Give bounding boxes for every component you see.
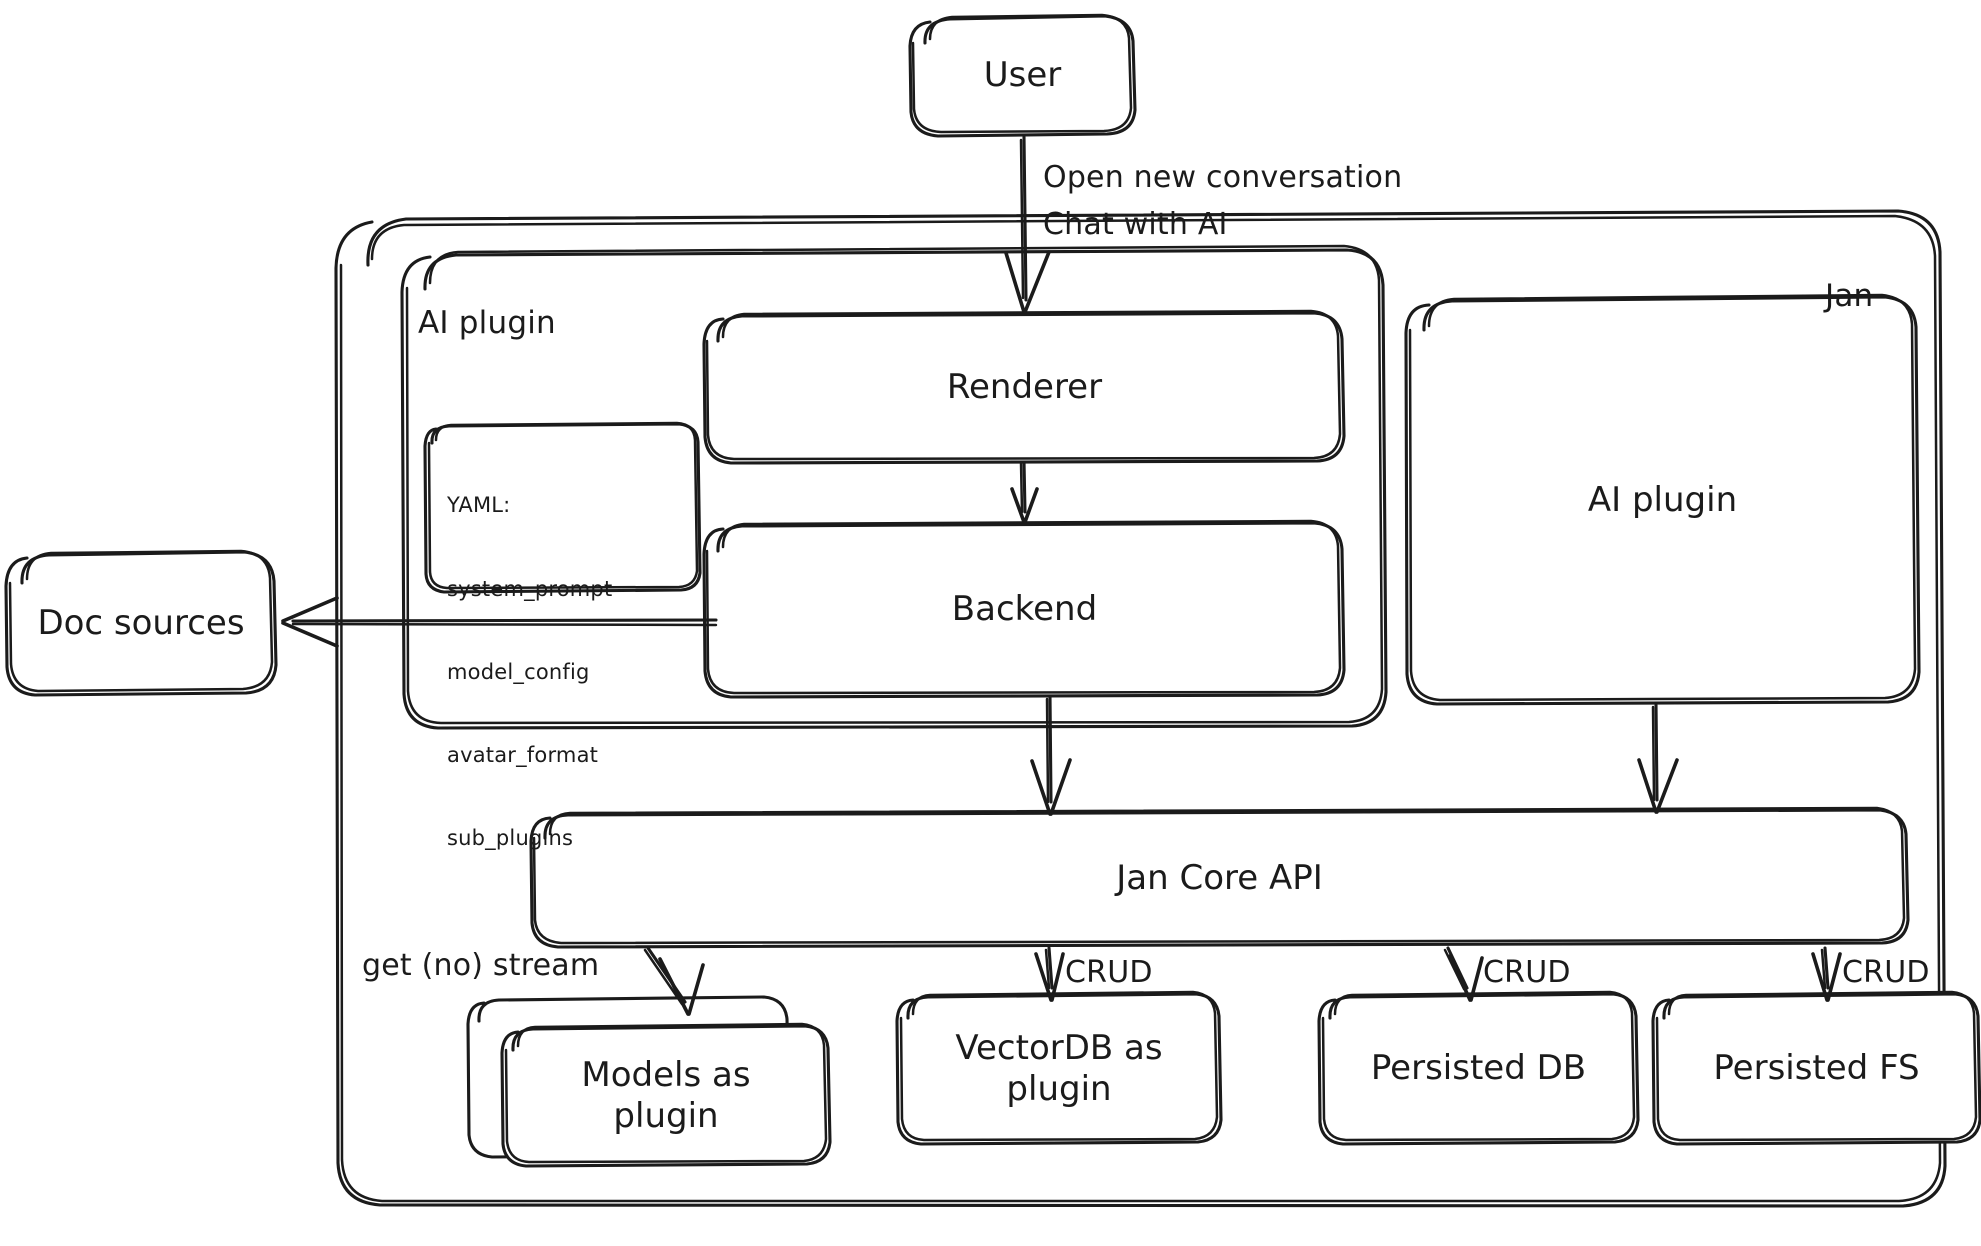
node-backend[interactable]: Backend — [705, 523, 1344, 697]
edge-renderer-to-backend — [1010, 460, 1039, 524]
node-renderer-label: Renderer — [946, 367, 1103, 408]
node-persisted-fs[interactable]: Persisted FS — [1653, 994, 1980, 1144]
persisted-fs-shape — [1651, 990, 1981, 1146]
node-jan-core-api-label: Jan Core API — [1116, 857, 1323, 898]
jan-container-shape — [334, 209, 1947, 1208]
doc-sources-shape — [4, 549, 278, 697]
node-persisted-db[interactable]: Persisted DB — [1319, 994, 1638, 1144]
edge-ai-plugin-to-core-api — [1637, 703, 1679, 814]
node-ai-plugin-right[interactable]: AI plugin — [1406, 297, 1919, 704]
node-doc-sources[interactable]: Doc sources — [6, 552, 276, 695]
models-as-plugin-shape — [466, 995, 832, 1168]
node-user[interactable]: User — [910, 16, 1135, 136]
node-vectordb-as-plugin[interactable]: VectorDB as plugin — [897, 994, 1221, 1144]
node-jan-core-api[interactable]: Jan Core API — [531, 810, 1908, 947]
node-backend-label: Backend — [951, 589, 1098, 630]
ai-plugin-right-shape — [1404, 293, 1921, 706]
edge-core-api-to-models — [643, 946, 705, 1016]
node-user-label: User — [983, 55, 1062, 96]
node-renderer[interactable]: Renderer — [705, 313, 1344, 463]
ai-plugin-group-shape — [400, 244, 1388, 730]
backend-shape — [702, 519, 1346, 699]
persisted-db-shape — [1317, 990, 1640, 1146]
edge-core-api-to-persisted-fs — [1811, 946, 1842, 1002]
node-models-as-plugin-label: Models as plugin — [581, 1054, 751, 1136]
jan-core-api-shape — [529, 806, 1910, 949]
node-vectordb-as-plugin-label: VectorDB as plugin — [955, 1027, 1163, 1109]
node-persisted-fs-label: Persisted FS — [1713, 1048, 1920, 1089]
vectordb-as-plugin-shape — [895, 990, 1223, 1146]
edge-core-api-to-vectordb — [1034, 946, 1065, 1002]
node-doc-sources-label: Doc sources — [37, 602, 245, 643]
edge-user-to-renderer — [1004, 135, 1051, 314]
node-persisted-db-label: Persisted DB — [1370, 1048, 1587, 1089]
user-shape — [908, 13, 1137, 138]
edge-backend-to-doc-sources — [281, 596, 718, 648]
node-ai-plugin-right-label: AI plugin — [1587, 479, 1738, 520]
edge-backend-to-core-api — [1030, 695, 1072, 816]
yaml-card-shape — [423, 421, 702, 594]
edge-core-api-to-persisted-db — [1443, 946, 1484, 1002]
node-models-as-plugin[interactable]: Models as plugin — [502, 1026, 830, 1166]
renderer-shape — [702, 309, 1346, 465]
